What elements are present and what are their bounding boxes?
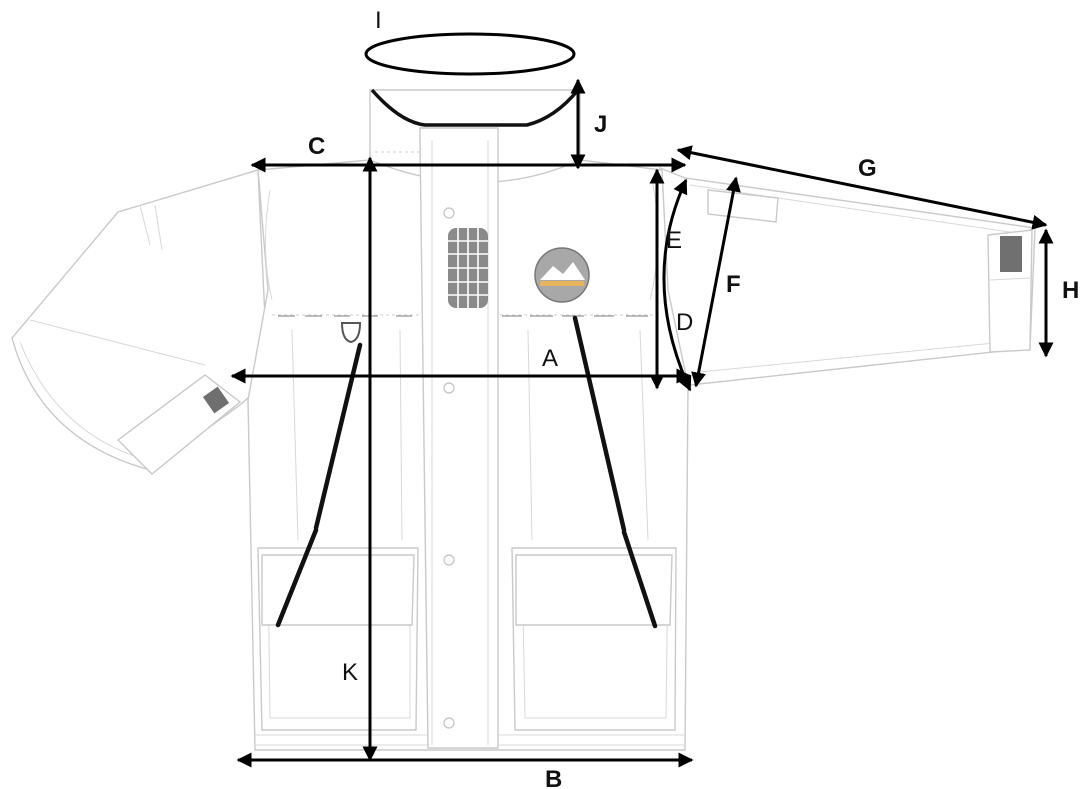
label-f: F [726, 271, 741, 298]
left-sleeve [11, 169, 269, 475]
right-pocket-zip [621, 529, 658, 629]
label-h: H [1062, 277, 1079, 304]
jacket-illustration [11, 88, 1036, 751]
label-k: K [342, 659, 358, 686]
right-lower-pocket [511, 547, 677, 731]
label-b: B [545, 766, 562, 789]
label-g: G [858, 155, 877, 182]
chest-grid-patch-icon [448, 228, 488, 308]
left-cuff-tab-icon [202, 386, 230, 414]
label-c: C [308, 133, 325, 160]
measure-i-neck-ellipse [364, 32, 576, 76]
label-i: I [375, 7, 382, 34]
label-j: J [594, 111, 607, 138]
label-d: D [676, 309, 693, 336]
chest-badge-icon [534, 247, 590, 303]
right-cuff-tab-icon [1000, 236, 1022, 272]
measure-g-arrow [676, 145, 1048, 230]
label-a: A [542, 345, 558, 372]
measurement-lines [230, 32, 1054, 768]
d-ring-icon [340, 322, 362, 344]
label-e: E [666, 227, 682, 254]
left-pocket-zip [275, 527, 319, 628]
measure-d-curve [662, 178, 692, 392]
left-lower-pocket [257, 547, 419, 731]
measurement-labels: I J C G E F D A H K B [308, 7, 1079, 789]
front-placket [419, 127, 499, 749]
right-slash-zip [572, 315, 627, 533]
